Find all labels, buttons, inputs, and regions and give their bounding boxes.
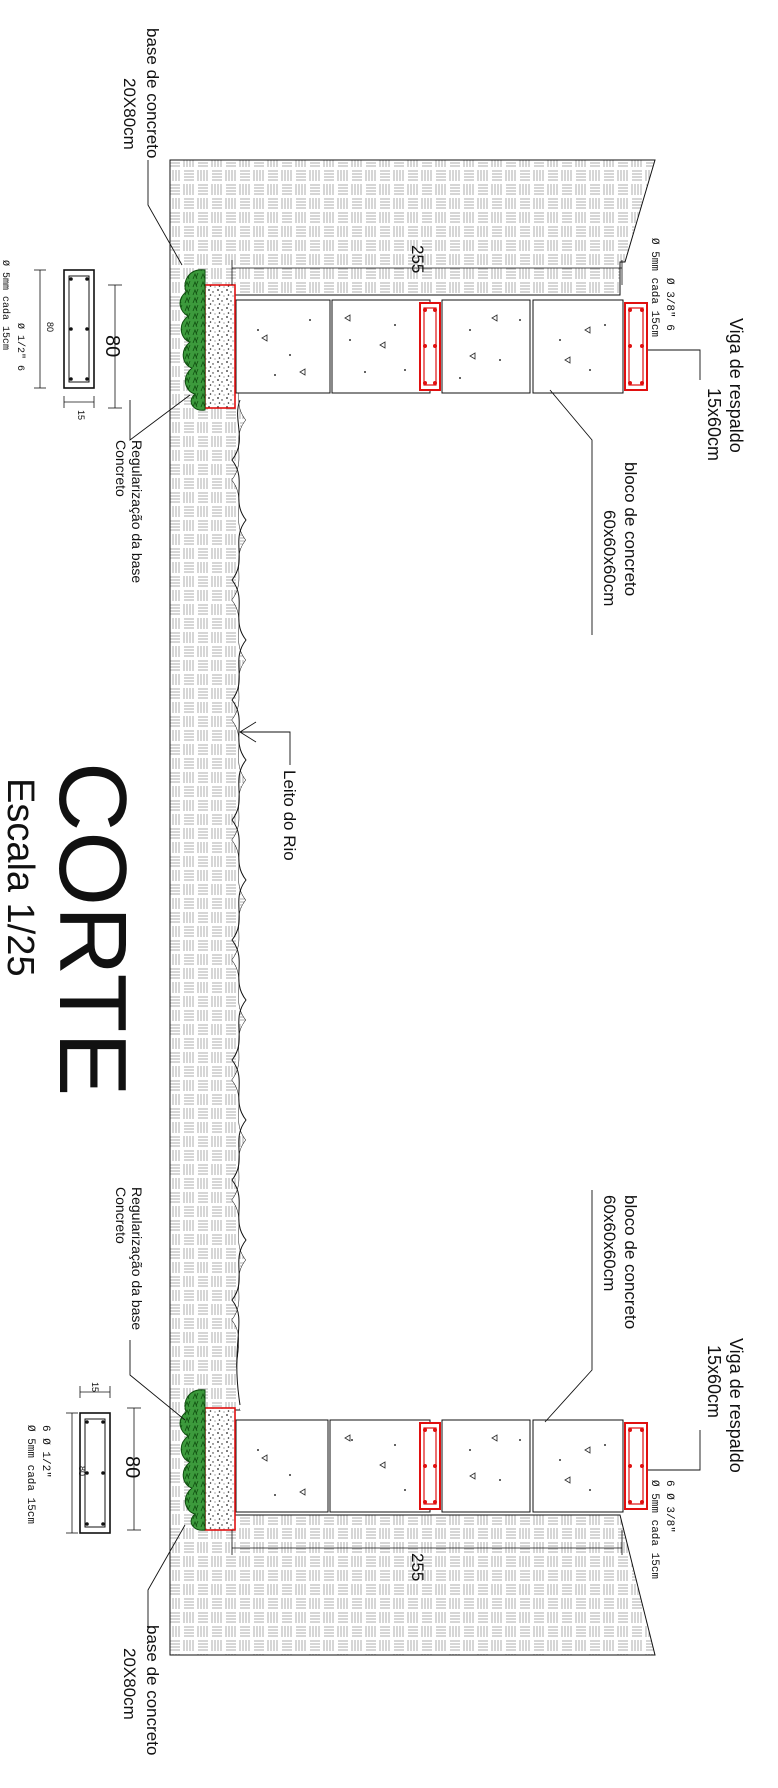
abutment-top [179, 269, 648, 411]
label-bloco-top-1: bloco de concreto [621, 462, 640, 596]
dim-15-detail-top: 15 [76, 410, 86, 420]
rebar-base-top-1: Ø 1/2" 6 [14, 323, 26, 371]
concrete-block [235, 1419, 329, 1513]
label-viga-top-2: 15x60cm [704, 388, 724, 461]
leader-leito [240, 731, 291, 765]
label-viga-bottom-2: 15x60cm [704, 1345, 724, 1418]
rebar-base-bottom-2: Ø 5mm cada 15cm [24, 1425, 36, 1524]
concrete-block [441, 1419, 531, 1513]
label-base-concreto-top-1: base de concreto [143, 28, 162, 158]
concrete-block [329, 1419, 431, 1513]
dim-80-detail-bottom: 80 [77, 1466, 87, 1476]
concrete-block [441, 299, 531, 394]
viga-section [419, 1422, 441, 1510]
leader-leito-arrow [239, 721, 257, 743]
label-bloco-bottom-1: bloco de concreto [621, 1195, 640, 1329]
leader-viga-top [648, 349, 701, 380]
scale-label: Escala 1/25 [0, 778, 41, 977]
section-detail-bottom [66, 1386, 111, 1534]
label-base-concreto-bottom-2: 20X80cm [120, 1648, 139, 1720]
viga-section [419, 302, 441, 391]
label-bloco-top-2: 60x60x60cm [600, 510, 619, 606]
label-base-concreto-top-2: 20X80cm [120, 78, 139, 150]
dim-80-bottom: 80 [121, 1456, 143, 1478]
dimension-255-top [231, 260, 623, 285]
leader-bloco-top [549, 389, 593, 635]
abutment-bottom [179, 1389, 648, 1531]
dim-80-top: 80 [101, 335, 123, 357]
rebar-viga-top-1: Ø 3/8" 6 [663, 278, 675, 331]
label-leito: Leito do Rio [280, 770, 299, 861]
riverbed-line [231, 399, 247, 1406]
concrete-block [532, 299, 624, 394]
leader-bloco-bottom [544, 1190, 593, 1423]
leader-regularizacao-bottom [129, 1340, 186, 1421]
leader-base-bottom [147, 1524, 186, 1630]
concrete-block [532, 1419, 624, 1513]
base-concreto [204, 284, 236, 409]
label-regularizacao-bottom-1: Regularização da base [129, 1187, 145, 1330]
dimension-80-top [108, 284, 122, 409]
viga-section [624, 1422, 648, 1510]
label-regularizacao-bottom-2: Concreto [113, 1187, 129, 1244]
rebar-viga-top-2: Ø 5mm cada 15cm [648, 238, 660, 337]
label-bloco-bottom-2: 60x60x60cm [600, 1195, 619, 1291]
label-base-concreto-bottom-1: base de concreto [143, 1625, 162, 1755]
section-detail-top [34, 269, 95, 408]
leader-regularizacao-top [129, 394, 191, 441]
dim-255-top: 255 [408, 245, 427, 273]
dim-15-detail-bottom: 15 [90, 1382, 100, 1392]
leader-base-top [147, 160, 183, 266]
rebar-viga-bottom-2: Ø 5mm cada 15cm [648, 1480, 660, 1579]
dimension-80-bottom [127, 1407, 141, 1531]
base-concreto [204, 1407, 236, 1531]
dim-255-bottom: 255 [408, 1553, 427, 1581]
label-viga-bottom-1: Viga de respaldo [726, 1338, 746, 1473]
label-viga-top-1: Viga de respaldo [726, 318, 746, 453]
grass [179, 269, 206, 411]
rebar-base-top-2: Ø 5mm cada 15cm [0, 260, 11, 350]
title: CORTE [39, 762, 146, 1096]
dim-80-detail-top: 80 [45, 322, 55, 332]
viga-section [624, 302, 648, 391]
concrete-block [331, 299, 431, 394]
grass [179, 1389, 206, 1531]
concrete-block [235, 299, 331, 394]
dimension-255-bottom [231, 1530, 623, 1555]
rebar-viga-bottom-1: 6 Ø 3/8" [663, 1480, 675, 1533]
leader-viga-bottom [648, 1430, 701, 1471]
rebar-base-bottom-1: 6 Ø 1/2" [39, 1425, 51, 1478]
river-void [232, 300, 660, 1410]
label-regularizacao-top-1: Regularização da base [129, 440, 145, 583]
label-regularizacao-top-2: Concreto [113, 440, 129, 497]
